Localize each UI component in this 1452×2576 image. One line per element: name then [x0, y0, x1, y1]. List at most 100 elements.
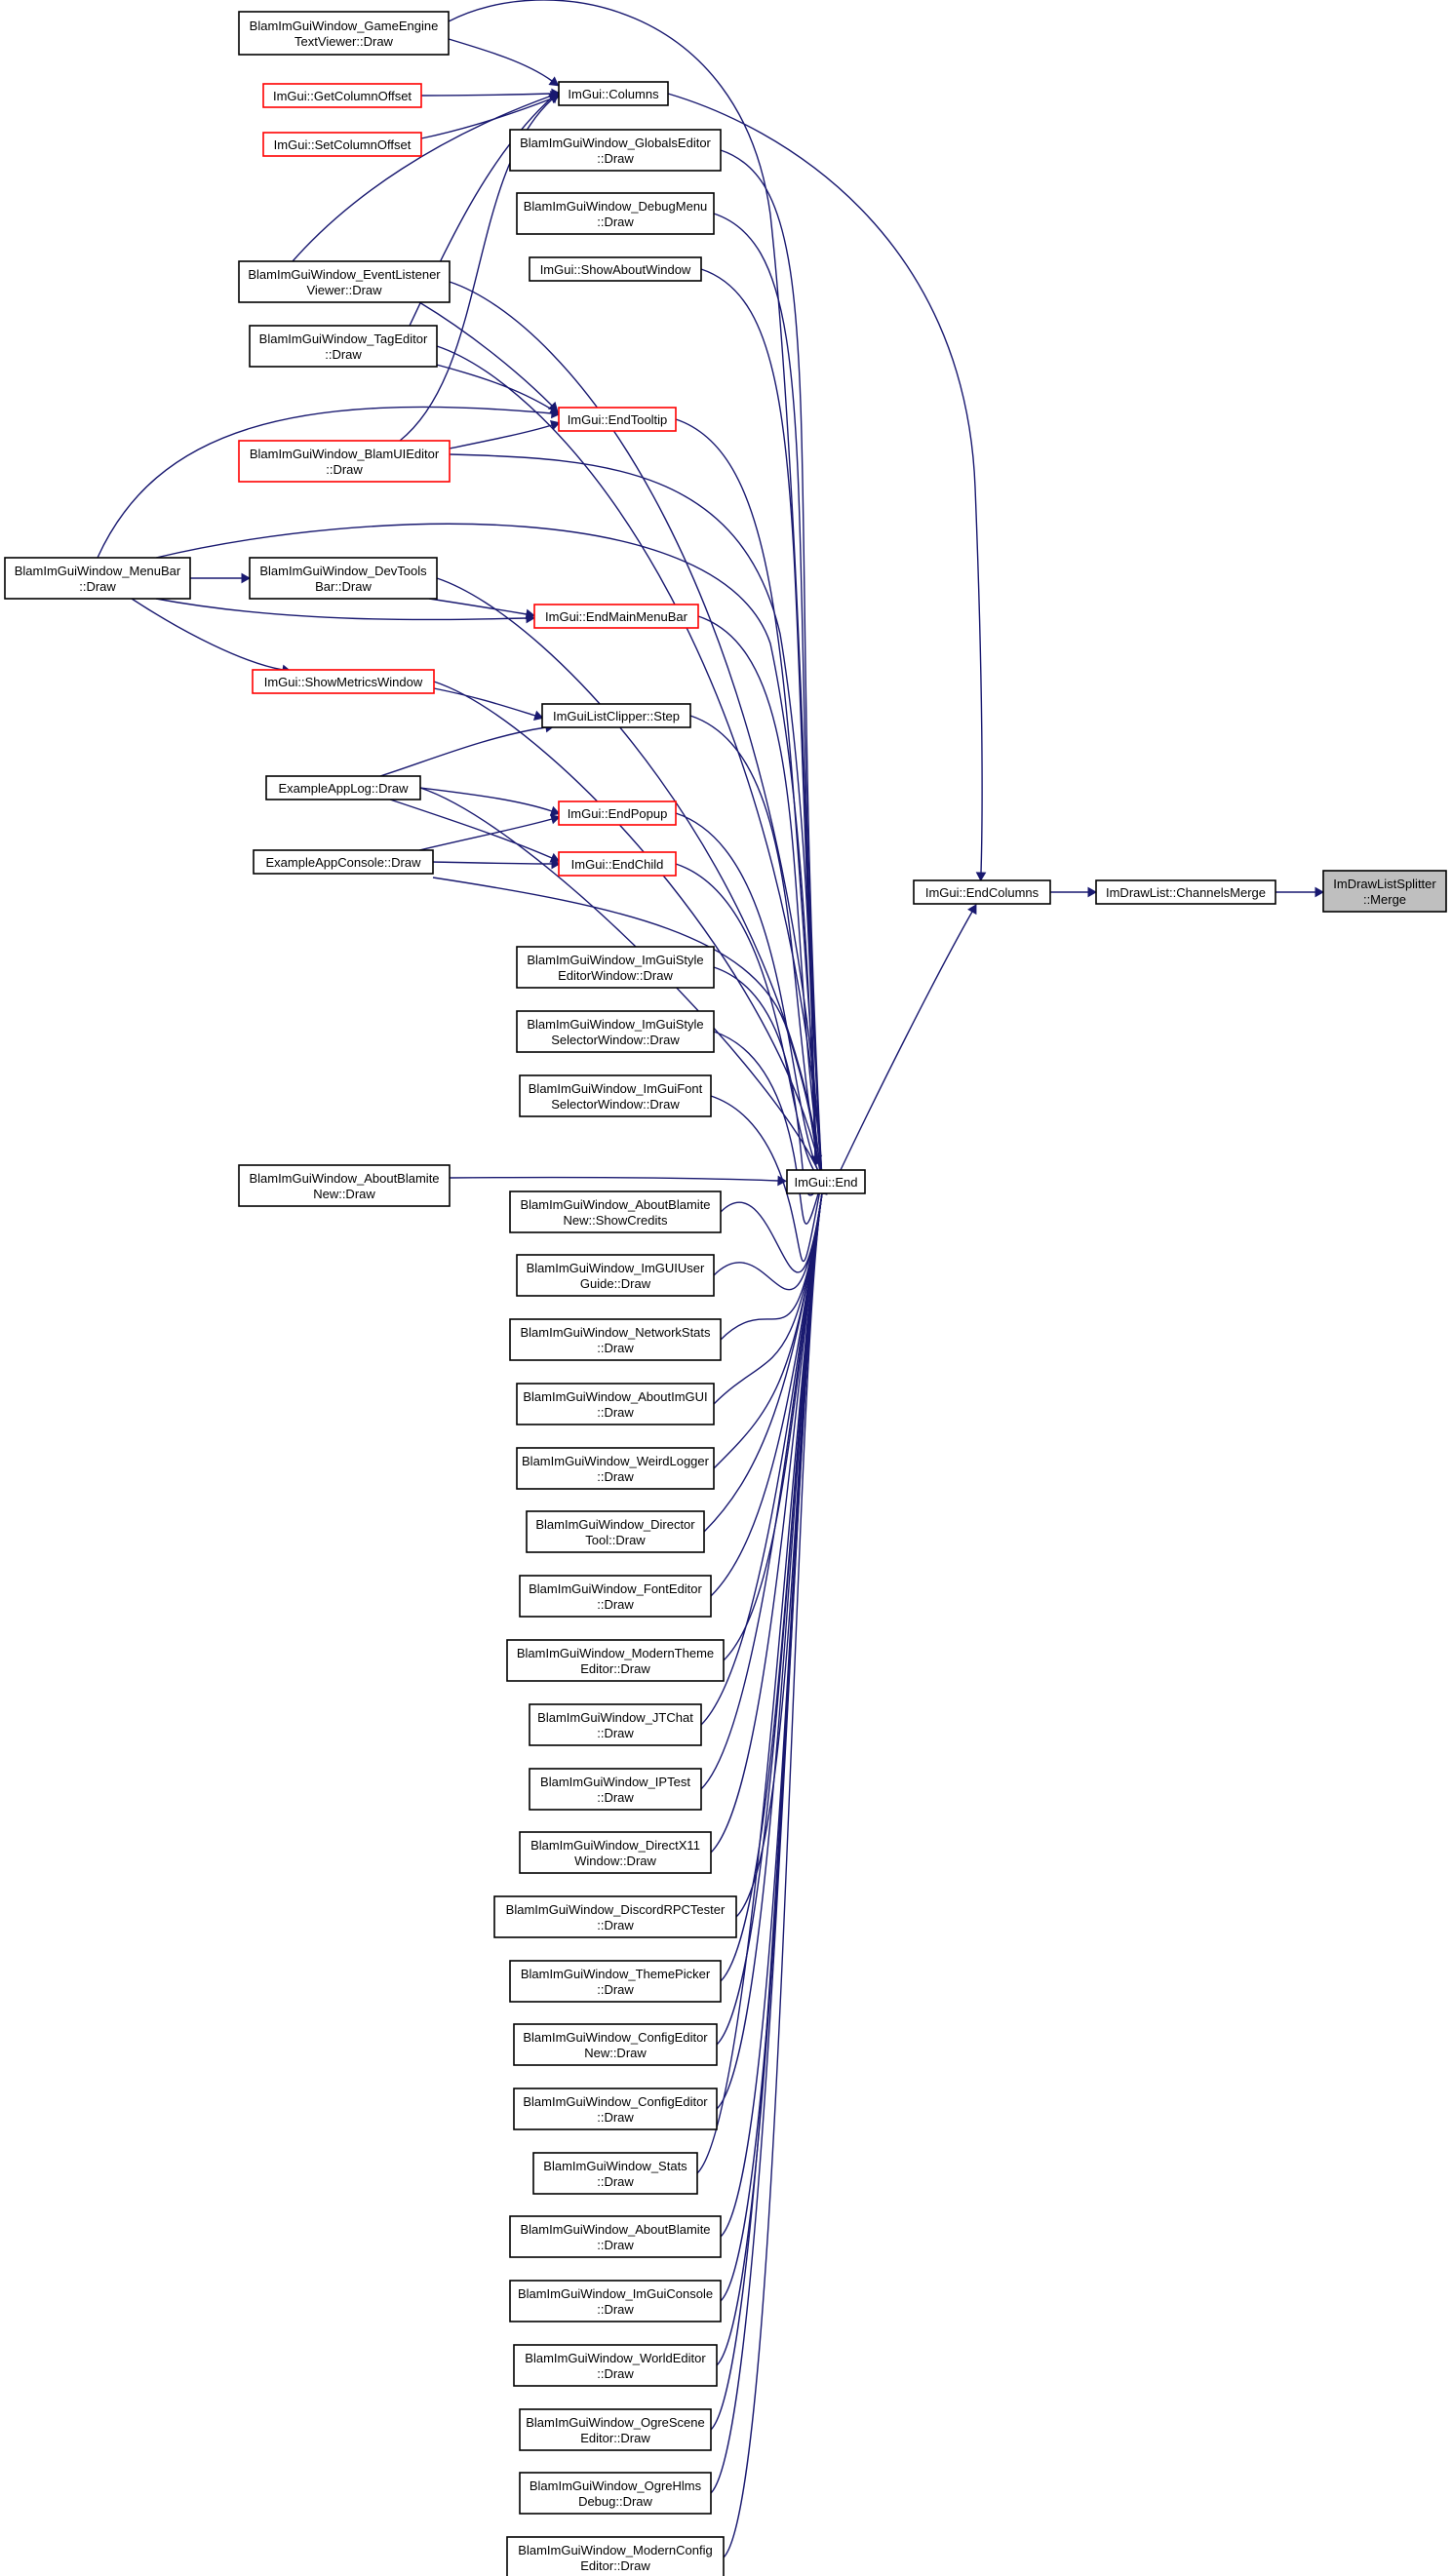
node-fontEditor[interactable]: BlamImGuiWindow_FontEditor::Draw	[519, 1575, 712, 1618]
node-fontSelector[interactable]: BlamImGuiWindow_ImGuiFontSelectorWindow:…	[519, 1074, 712, 1117]
node-endTooltip[interactable]: ImGui::EndTooltip	[558, 407, 677, 432]
node-setColumnOffset[interactable]: ImGui::SetColumnOffset	[262, 132, 422, 157]
node-exampleAppConsole[interactable]: ExampleAppConsole::Draw	[253, 849, 434, 875]
edge-endPopup-from-exampleAppConsole	[418, 818, 553, 851]
node-showAboutWindow[interactable]: ImGui::ShowAboutWindow	[529, 256, 702, 282]
node-label: ImDrawList::ChannelsMerge	[1106, 885, 1266, 900]
node-getColumnOffset[interactable]: ImGui::GetColumnOffset	[262, 83, 422, 108]
node-blamUIEditor[interactable]: BlamImGuiWindow_BlamUIEditor::Draw	[238, 440, 451, 483]
node-label: BlamImGuiWindow_FontEditor	[529, 1581, 702, 1596]
node-label: BlamImGuiWindow_Director	[535, 1517, 695, 1532]
node-label: ::Draw	[597, 2238, 634, 2252]
edge-arrowhead-endMainMenuBar	[526, 612, 536, 624]
node-listClipperStep[interactable]: ImGuiListClipper::Step	[541, 703, 691, 728]
node-discordRPC[interactable]: BlamImGuiWindow_DiscordRPCTester::Draw	[493, 1895, 737, 1938]
node-box	[519, 1575, 712, 1618]
node-debugMenu[interactable]: BlamImGuiWindow_DebugMenu::Draw	[516, 192, 715, 235]
edge-end-from-userGuide	[713, 1192, 823, 1291]
edge-arrowhead-endColumns	[967, 904, 977, 916]
node-menuBar[interactable]: BlamImGuiWindow_MenuBar::Draw	[4, 557, 191, 600]
node-showMetricsWindow[interactable]: ImGui::ShowMetricsWindow	[252, 669, 435, 694]
node-label: ExampleAppLog::Draw	[279, 781, 410, 796]
node-label: BlamImGuiWindow_GameEngine	[250, 19, 439, 33]
node-endPopup[interactable]: ImGui::EndPopup	[558, 800, 677, 826]
node-globalsEditor[interactable]: BlamImGuiWindow_GlobalsEditor::Draw	[509, 129, 722, 172]
node-label: ExampleAppConsole::Draw	[266, 855, 422, 870]
node-worldEditor[interactable]: BlamImGuiWindow_WorldEditor::Draw	[513, 2344, 718, 2387]
node-label: Tool::Draw	[585, 1533, 646, 1547]
node-label: Window::Draw	[574, 1854, 656, 1868]
node-label: EditorWindow::Draw	[558, 968, 673, 983]
node-box	[509, 1960, 722, 2003]
node-styleEditor[interactable]: BlamImGuiWindow_ImGuiStyleEditorWindow::…	[516, 946, 715, 989]
node-channelsMerge[interactable]: ImDrawList::ChannelsMerge	[1095, 879, 1276, 905]
node-label: ::Draw	[597, 1469, 634, 1484]
node-networkStats[interactable]: BlamImGuiWindow_NetworkStats::Draw	[509, 1318, 722, 1361]
node-label: Editor::Draw	[580, 2431, 650, 2445]
edge-arrowhead-endChild	[551, 858, 562, 870]
edge-end-from-blamUIEditor	[449, 453, 817, 1157]
node-aboutImGUI[interactable]: BlamImGuiWindow_AboutImGUI::Draw	[516, 1383, 715, 1425]
node-aboutBlamite[interactable]: BlamImGuiWindow_AboutBlamite::Draw	[509, 2215, 722, 2258]
node-label: BlamImGuiWindow_ImGuiConsole	[518, 2286, 713, 2301]
node-splitterMerge[interactable]: ImDrawListSplitter::Merge	[1322, 870, 1447, 913]
edge-arrowhead-columns	[548, 76, 560, 87]
node-label: BlamImGuiWindow_OgreHlms	[530, 2478, 702, 2493]
node-label: ImGui::EndChild	[571, 857, 664, 872]
node-eventListenerViewer[interactable]: BlamImGuiWindow_EventListenerViewer::Dra…	[238, 260, 451, 303]
node-stats[interactable]: BlamImGuiWindow_Stats::Draw	[532, 2152, 698, 2195]
node-styleSelector[interactable]: BlamImGuiWindow_ImGuiStyleSelectorWindow…	[516, 1010, 715, 1053]
node-ipTest[interactable]: BlamImGuiWindow_IPTest::Draw	[529, 1768, 702, 1811]
node-label: ImGui::EndTooltip	[568, 412, 668, 427]
node-label: BlamImGuiWindow_TagEditor	[259, 332, 428, 346]
node-box	[529, 256, 702, 282]
node-gameEngineTextViewer[interactable]: BlamImGuiWindow_GameEngineTextViewer::Dr…	[238, 11, 450, 56]
node-imguiConsole[interactable]: BlamImGuiWindow_ImGuiConsole::Draw	[509, 2280, 722, 2322]
node-themePicker[interactable]: BlamImGuiWindow_ThemePicker::Draw	[509, 1960, 722, 2003]
node-label: BlamImGuiWindow_WeirdLogger	[522, 1454, 710, 1468]
node-end[interactable]: ImGui::End	[786, 1169, 866, 1194]
node-columns[interactable]: ImGui::Columns	[558, 81, 669, 106]
edge-end-from-modernConfigEditor	[723, 1192, 823, 2558]
edge-end-from-ipTest	[700, 1192, 823, 1790]
edge-end-from-stats	[696, 1192, 823, 2174]
node-label: ::Draw	[597, 215, 634, 229]
node-label: BlamImGuiWindow_AboutBlamite	[520, 2222, 710, 2237]
node-exampleAppLog[interactable]: ExampleAppLog::Draw	[265, 775, 421, 800]
node-jtChat[interactable]: BlamImGuiWindow_JTChat::Draw	[529, 1703, 702, 1746]
node-label: ::Draw	[597, 1982, 634, 1997]
node-label: ::Draw	[326, 462, 363, 477]
node-label: BlamImGuiWindow_DirectX11	[530, 1838, 700, 1853]
node-label: BlamImGuiWindow_DiscordRPCTester	[506, 1902, 726, 1917]
edge-arrowhead-endTooltip	[549, 420, 561, 431]
node-configEditor[interactable]: BlamImGuiWindow_ConfigEditor::Draw	[513, 2088, 718, 2130]
node-label: ImGuiListClipper::Step	[553, 709, 680, 723]
node-label: BlamImGuiWindow_DebugMenu	[524, 199, 708, 214]
node-label: Debug::Draw	[578, 2494, 652, 2509]
node-box	[238, 260, 451, 303]
node-weirdLogger[interactable]: BlamImGuiWindow_WeirdLogger::Draw	[516, 1447, 715, 1490]
node-label: ImGui::ShowAboutWindow	[540, 262, 691, 277]
node-tagEditor[interactable]: BlamImGuiWindow_TagEditor::Draw	[249, 325, 438, 368]
node-aboutBlamiteNewCredits[interactable]: BlamImGuiWindow_AboutBlamiteNew::ShowCre…	[509, 1190, 722, 1233]
node-box	[262, 83, 422, 108]
node-endColumns[interactable]: ImGui::EndColumns	[913, 879, 1051, 905]
edge-endChild-from-exampleAppConsole	[432, 861, 553, 865]
node-label: ImGui::Columns	[568, 87, 659, 101]
edge-endPopup-from-exampleAppLog	[419, 787, 553, 812]
edge-listClipperStep-from-exampleAppLog	[379, 726, 547, 777]
node-box	[238, 1164, 451, 1207]
node-endMainMenuBar[interactable]: ImGui::EndMainMenuBar	[533, 604, 699, 629]
node-endChild[interactable]: ImGui::EndChild	[558, 851, 677, 877]
